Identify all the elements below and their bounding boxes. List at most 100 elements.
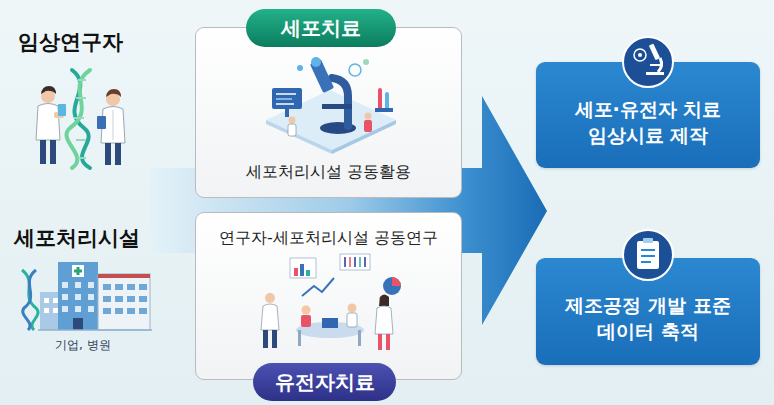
microscope-icon: [623, 37, 673, 87]
lab-illustration-part: [276, 98, 292, 100]
researcher-illustration-part: [58, 104, 66, 116]
building-illustration-part: [74, 270, 82, 273]
meeting-illustration-part: [347, 313, 357, 327]
meeting-illustration-part: [300, 264, 304, 276]
researcher-illustration-part: [101, 107, 125, 144]
building-illustration-part: [62, 282, 68, 288]
document-icon-part: [641, 261, 651, 263]
lab-illustration-part: [297, 65, 303, 71]
building-illustration-part: [115, 308, 123, 314]
meeting-illustration-part: [306, 270, 310, 276]
meeting-illustration-part: [392, 277, 401, 286]
building-illustration-part: [88, 282, 94, 288]
researcher-illustration-part: [106, 89, 121, 97]
actor-label: 임상연구자: [18, 28, 123, 56]
meeting-illustration-part: [265, 293, 275, 303]
meeting-illustration-part: [386, 334, 390, 350]
researcher-illustration-part: [115, 143, 121, 165]
meeting-illustration-part: [290, 258, 316, 278]
building-illustration-part: [115, 296, 123, 302]
building-illustration-part: [75, 306, 81, 312]
building-illustration-part: [127, 308, 135, 314]
node-text: 세포치료: [281, 15, 361, 42]
meeting-illustration-part: [379, 295, 389, 307]
header-pill: 세포치료: [246, 9, 396, 47]
document-icon-part: [641, 255, 655, 257]
microscope-icon-part: [638, 53, 642, 57]
building-illustration-part: [23, 270, 36, 330]
outcome-box: 제조공정 개발 표준 데이터 축적: [536, 258, 760, 365]
meeting-illustration-part: [364, 257, 366, 267]
researcher-illustration: [36, 70, 125, 168]
meeting-illustration-part: [349, 257, 351, 267]
lab-illustration-part: [364, 120, 372, 132]
building-illustration-part: [38, 329, 152, 331]
lab-illustration-part: [289, 117, 296, 124]
researcher-illustration-part: [76, 97, 86, 99]
building-illustration-part: [44, 298, 49, 303]
meeting-illustration-part: [322, 318, 338, 328]
document-icon-part: [641, 249, 655, 251]
researcher-illustration-part: [40, 140, 46, 164]
document-icon: [623, 230, 673, 280]
researcher-illustration-part: [41, 86, 56, 94]
building-illustration-part: [127, 284, 135, 290]
building-illustration-part: [139, 284, 147, 290]
document-icon-part: [637, 241, 659, 269]
building-illustration-part: [53, 308, 58, 313]
node-text: 제조공정 개발 표준 데이터 축적: [562, 292, 734, 344]
header-pill: 유전자치료: [253, 363, 396, 401]
document-icon-part: [643, 238, 653, 243]
building-illustration-part: [73, 318, 83, 330]
meeting-illustration-part: [296, 322, 364, 338]
meeting-illustration-part: [272, 330, 277, 348]
node-text: 세포처리시설 공동활용: [196, 162, 461, 183]
lab-illustration-part: [349, 64, 361, 76]
building-illustration-part: [53, 298, 58, 303]
node-text: 세포·유전자 치료 임상시료 제작: [562, 96, 734, 148]
building-illustration-part: [88, 306, 94, 312]
building-illustration-part: [75, 282, 81, 288]
meeting-illustration-part: [358, 330, 361, 346]
building-illustration-part: [88, 294, 94, 300]
building-illustration-part: [62, 294, 68, 300]
building-illustration-part: [72, 265, 84, 277]
process-box: 세포처리시설 공동활용세포치료: [195, 27, 462, 198]
researcher-illustration-part: [76, 139, 86, 141]
researcher-illustration-part: [50, 140, 56, 164]
microscope-icon-part: [646, 72, 664, 75]
building-illustration-part: [40, 292, 62, 330]
researcher-illustration-part: [54, 112, 64, 118]
building-illustration-part: [22, 270, 38, 330]
lab-illustration-part: [375, 108, 393, 112]
lab-illustration-part: [311, 57, 321, 67]
outcome-box: 세포·유전자 치료 임상시료 제작: [536, 62, 760, 168]
meeting-illustration-part: [263, 330, 268, 348]
building-illustration-part: [44, 308, 49, 313]
researcher-illustration-part: [36, 104, 60, 141]
building-illustration-part: [103, 284, 111, 290]
meeting-illustration-part: [378, 334, 382, 350]
building-illustration-part: [98, 274, 150, 330]
meeting-illustration-part: [340, 254, 370, 270]
meeting-illustration-part: [379, 295, 389, 305]
building-illustration-part: [58, 262, 98, 330]
building-illustration-part: [75, 294, 81, 300]
researcher-illustration-part: [72, 70, 90, 168]
lab-illustration-part: [332, 78, 348, 126]
building-illustration-part: [98, 274, 150, 278]
microscope-icon-part: [650, 64, 660, 66]
lab-illustration-part: [266, 120, 332, 154]
document-icon-part: [623, 230, 673, 280]
lab-illustration-part: [365, 113, 372, 120]
building-illustration-part: [103, 296, 111, 302]
researcher-illustration-part: [113, 110, 114, 140]
actor-label: 세포처리시설: [14, 224, 140, 252]
lab-illustration-part: [332, 120, 396, 154]
building-illustration-part: [139, 296, 147, 302]
lab-illustration-part: [385, 92, 389, 110]
researcher-illustration-part: [105, 143, 111, 165]
meeting-illustration-part: [348, 304, 357, 313]
